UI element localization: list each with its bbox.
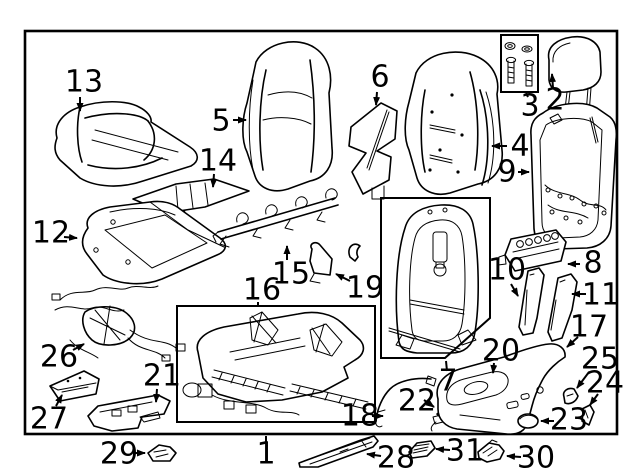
callout-leader-22 <box>423 399 435 408</box>
callout-leader-26 <box>72 343 85 351</box>
part-7-seat-back-frame-illustration <box>388 204 479 354</box>
part-8-lumbar-module-illustration <box>497 229 567 272</box>
callout-leader-3 <box>525 92 529 98</box>
part-25-clip-illustration <box>562 387 579 405</box>
callout-label-24: 24 <box>586 366 624 401</box>
part-19-mount-bracket-illustration <box>309 241 361 284</box>
callout-label-29: 29 <box>100 437 138 471</box>
part-13-seat-cushion-cover-illustration <box>54 100 199 187</box>
callout-layer: 1234567891011121314151617181920212223242… <box>30 60 624 471</box>
callout-label-16: 16 <box>243 273 281 308</box>
callout-label-9: 9 <box>497 155 516 190</box>
seat-track-inset-box <box>176 305 376 423</box>
callout-label-6: 6 <box>370 60 389 95</box>
assembly-border-box <box>23 29 619 436</box>
part-27-seat-module-illustration <box>49 370 100 402</box>
callout-label-26: 26 <box>40 340 78 375</box>
callout-label-21: 21 <box>143 359 181 394</box>
callout-leader-14 <box>210 173 218 188</box>
callout-label-23: 23 <box>550 403 588 438</box>
part-16-seat-track-assembly-illustration <box>182 311 369 416</box>
callout-leader-24 <box>589 393 599 406</box>
part-15-riser-crossmember-illustration <box>212 188 339 248</box>
callout-label-28: 28 <box>377 441 415 471</box>
callout-label-14: 14 <box>199 144 237 179</box>
part-31-clip-illustration <box>408 440 436 459</box>
callout-label-8: 8 <box>583 246 602 281</box>
seat-back-frame-inset-box <box>380 197 491 359</box>
callout-leader-20 <box>490 362 498 374</box>
part-4-seat-back-pad-illustration <box>404 51 503 195</box>
callout-label-25: 25 <box>581 342 619 377</box>
part-6-seat-back-heater-pad-illustration <box>348 102 398 200</box>
callout-label-3: 3 <box>520 89 539 124</box>
callout-label-13: 13 <box>65 65 103 100</box>
callout-label-15: 15 <box>272 257 310 292</box>
callout-label-2: 2 <box>545 83 564 118</box>
callout-leader-19 <box>335 273 351 282</box>
callout-leader-17 <box>566 336 579 348</box>
callout-label-11: 11 <box>582 278 620 313</box>
callout-label-20: 20 <box>482 334 520 369</box>
part-21-seat-bracket-illustration <box>87 394 171 432</box>
part-3-hardware-bolts-illustration <box>504 42 535 87</box>
callout-label-19: 19 <box>346 271 384 306</box>
part-30-bracket-illustration <box>477 439 505 463</box>
part-5-seat-back-cover-illustration <box>242 41 334 192</box>
callout-leader-25 <box>576 371 590 389</box>
callout-label-7: 7 <box>438 364 457 399</box>
part-23-handle-cap-illustration <box>517 413 539 429</box>
callout-leader-7 <box>445 360 448 372</box>
callout-label-10: 10 <box>488 253 526 288</box>
callout-label-17: 17 <box>570 310 608 345</box>
callout-label-31: 31 <box>446 434 484 469</box>
callout-leader-2 <box>549 73 557 89</box>
part-11-side-trim-strip-illustration <box>547 273 578 342</box>
callout-leader-6 <box>373 91 381 106</box>
callout-label-27: 27 <box>30 402 68 437</box>
callout-leader-21 <box>153 388 161 403</box>
callout-leader-28 <box>366 451 382 459</box>
callout-leader-30 <box>506 453 522 461</box>
hardware-inset-box <box>500 34 539 93</box>
callout-label-1: 1 <box>256 437 275 471</box>
callout-leader-31 <box>435 446 451 454</box>
callout-label-12: 12 <box>32 216 70 251</box>
part-12-seat-cushion-pad-illustration <box>81 200 227 285</box>
callout-leader-12 <box>63 233 78 241</box>
part-26-wiring-harness-illustration <box>51 285 186 362</box>
part-9-seat-back-panel-illustration <box>530 102 618 250</box>
callout-label-18: 18 <box>341 399 379 434</box>
part-29-anchor-clip-illustration <box>147 444 177 462</box>
part-28-track-sill-cover-illustration <box>298 435 379 468</box>
callout-label-30: 30 <box>517 441 555 471</box>
callout-leader-10 <box>510 283 519 297</box>
part-10-side-trim-strip-illustration <box>518 267 545 336</box>
callout-leader-27 <box>55 394 63 407</box>
part-2-headrest-illustration <box>547 35 602 119</box>
callout-label-5: 5 <box>211 104 230 139</box>
callout-label-4: 4 <box>510 129 529 164</box>
callout-label-22: 22 <box>398 384 436 419</box>
part-17-side-finish-panel-illustration <box>436 343 566 435</box>
